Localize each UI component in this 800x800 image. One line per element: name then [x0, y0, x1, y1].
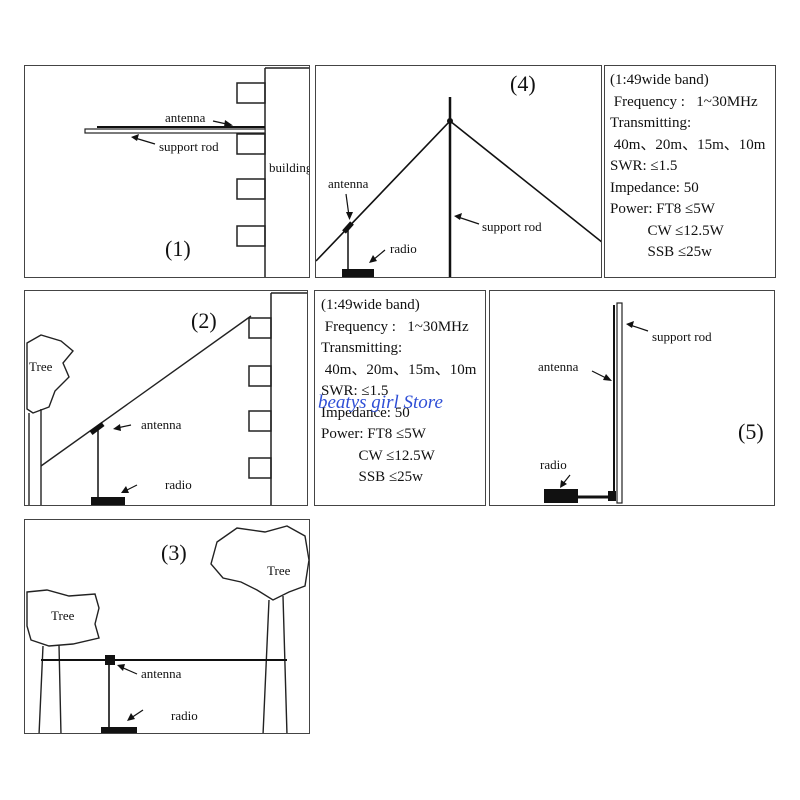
balun — [105, 655, 115, 665]
spec-bands: 40m、20m、15m、10m — [321, 361, 477, 378]
label-tree: Tree — [29, 359, 53, 374]
spec-power-cw: CW ≤12.5W — [610, 222, 724, 239]
spec-box-top: (1:49wide band) Frequency : 1~30MHz Tran… — [604, 65, 776, 278]
window — [236, 225, 266, 247]
support-rod — [616, 302, 623, 504]
spec-power-ft8: Power: FT8 ≤5W — [321, 426, 426, 442]
spec-impedance: Impedance: 50 — [321, 404, 410, 421]
panel-4-drawing: antenna support rod radio (4) — [316, 71, 601, 277]
radio-box — [91, 497, 125, 505]
label-antenna: antenna — [141, 666, 182, 681]
building-wall — [270, 292, 307, 505]
spec-swr: SWR: ≤1.5 — [321, 383, 389, 399]
feed-point — [447, 118, 453, 124]
panel-2-sloper: Tree antenna radio (2) — [24, 290, 308, 506]
spec-impedance: Impedance: 50 — [610, 179, 699, 196]
window — [248, 410, 272, 432]
support-rod — [84, 128, 266, 134]
panel-2-drawing: Tree antenna radio (2) — [26, 292, 307, 505]
panel-4-inverted-v: antenna support rod radio (4) — [315, 65, 602, 278]
panel-1-drawing: antenna support rod building (1) — [84, 67, 310, 277]
window — [236, 133, 266, 155]
connector — [608, 491, 616, 501]
panel-5-vertical: antenna support rod radio (5) — [489, 290, 775, 506]
tree-canopy-left — [26, 589, 100, 647]
panel-number: (2) — [191, 308, 217, 333]
tree-trunk-right — [262, 595, 288, 733]
antenna-left-leg — [316, 120, 451, 262]
spec-frequency: Frequency : 1~30MHz — [610, 93, 758, 110]
spec-box-middle: (1:49wide band) Frequency : 1~30MHz Tran… — [314, 290, 486, 506]
radio-box — [342, 269, 374, 277]
panel-5-drawing: antenna support rod radio (5) — [538, 302, 764, 504]
label-antenna: antenna — [538, 359, 579, 374]
label-support-rod: support rod — [482, 219, 542, 234]
label-antenna: antenna — [165, 110, 206, 125]
panel-3-between-trees: Tree Tree antenna radio (3) — [24, 519, 310, 734]
spec-frequency: Frequency : 1~30MHz — [321, 318, 469, 335]
label-antenna: antenna — [328, 176, 369, 191]
panel-1-building-mount: antenna support rod building (1) — [24, 65, 310, 278]
spec-transmitting-label: Transmitting: — [321, 340, 403, 356]
window — [248, 457, 272, 479]
tree-canopy-right — [210, 525, 309, 601]
radio-box — [544, 489, 578, 503]
window — [248, 317, 272, 339]
spec-power-ssb: SSB ≤25w — [321, 469, 424, 485]
label-tree-right: Tree — [267, 563, 291, 578]
tree-trunk-left — [38, 644, 62, 733]
label-antenna: antenna — [141, 417, 182, 432]
label-tree-left: Tree — [51, 608, 75, 623]
spec-transmitting-label: Transmitting: — [610, 115, 692, 131]
panel-number: (5) — [738, 419, 764, 444]
panel-3-drawing: Tree Tree antenna radio (3) — [26, 525, 309, 733]
label-radio: radio — [165, 477, 192, 492]
spec-bandwidth: (1:49wide band) — [321, 297, 420, 313]
spec-power-cw: CW ≤12.5W — [321, 447, 435, 464]
store-watermark: beatys girl Store — [318, 392, 443, 413]
spec-lines: (1:49wide band) Frequency : 1~30MHz Tran… — [610, 70, 765, 264]
spec-power-ft8: Power: FT8 ≤5W — [610, 201, 715, 217]
label-radio: radio — [390, 241, 417, 256]
balun — [89, 422, 105, 435]
balun — [342, 221, 354, 234]
spec-lines: (1:49wide band) Frequency : 1~30MHz Tran… — [321, 295, 476, 489]
antenna-right-leg — [449, 120, 601, 243]
spec-bands: 40m、20m、15m、10m — [610, 136, 766, 153]
panel-number: (1) — [165, 236, 191, 261]
label-building: building — [269, 160, 310, 175]
panel-number: (4) — [510, 71, 536, 96]
spec-swr: SWR: ≤1.5 — [610, 158, 678, 174]
antenna-wire — [40, 315, 252, 467]
spec-power-ssb: SSB ≤25w — [610, 244, 713, 260]
label-support-rod: support rod — [159, 139, 219, 154]
panel-number: (3) — [161, 540, 187, 565]
window — [248, 365, 272, 387]
tree-canopy — [26, 334, 74, 414]
label-support-rod: support rod — [652, 329, 712, 344]
label-radio: radio — [540, 457, 567, 472]
label-radio: radio — [171, 708, 198, 723]
window — [236, 178, 266, 200]
window — [236, 82, 266, 104]
radio-box — [101, 727, 137, 733]
spec-bandwidth: (1:49wide band) — [610, 72, 709, 88]
